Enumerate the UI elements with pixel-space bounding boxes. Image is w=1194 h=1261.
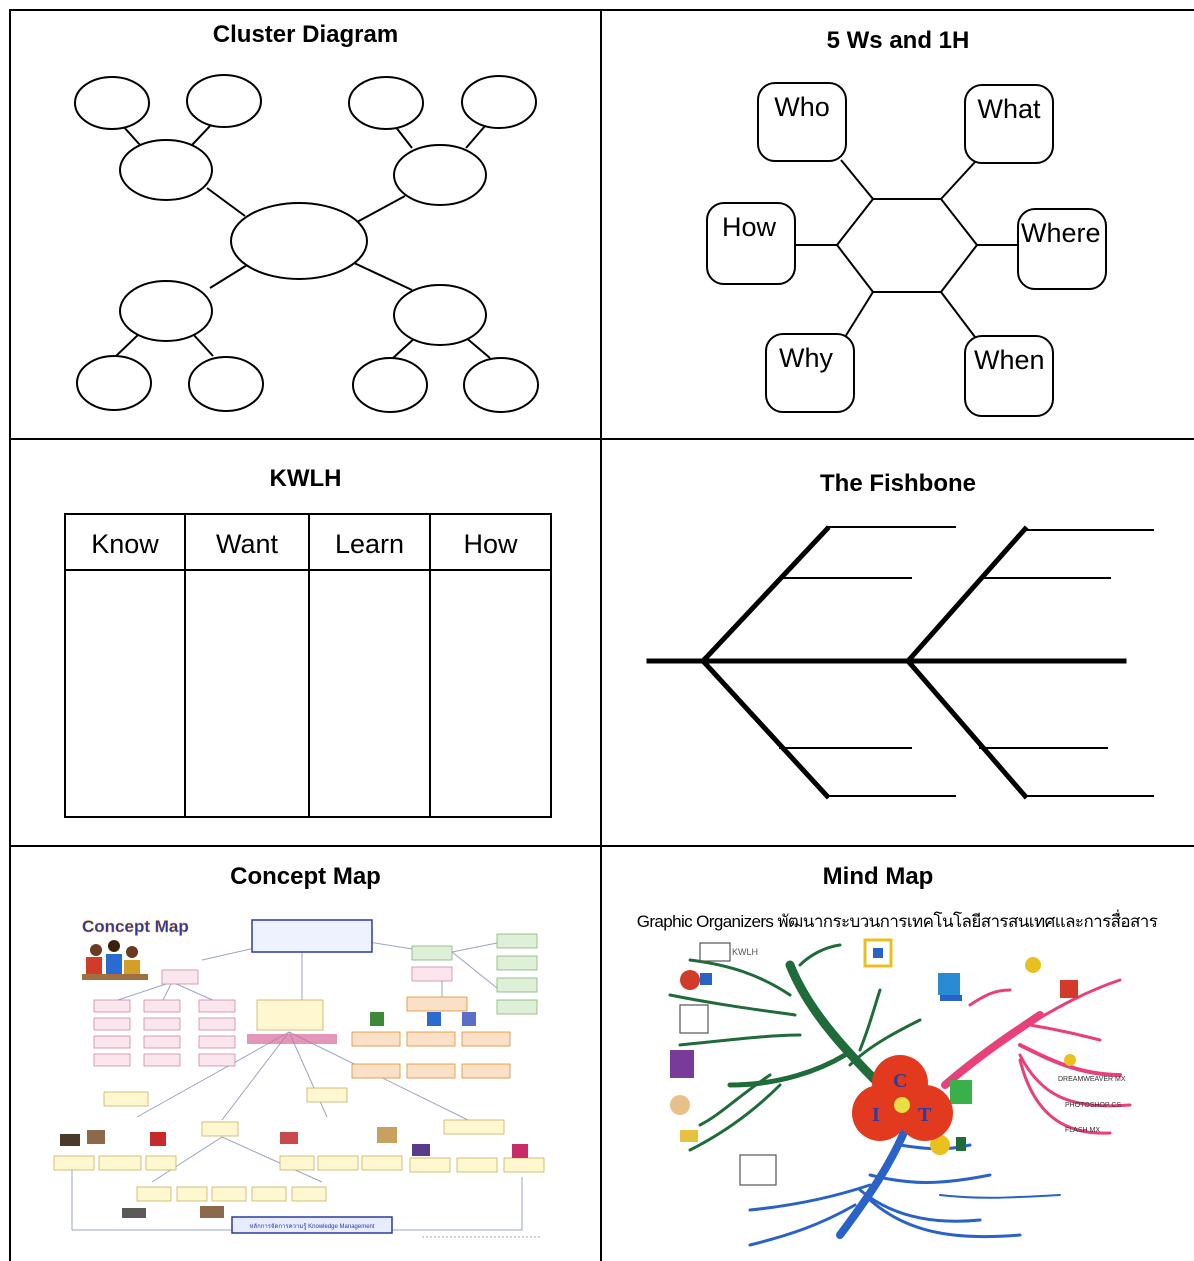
kwlh-header-know: Know — [66, 515, 184, 571]
grid-left-border — [9, 9, 11, 1261]
mind-map-label-dreamweaver: DREAMWEAVER MX — [1058, 1076, 1126, 1083]
concept-map-cell: Concept Map — [11, 847, 600, 1261]
five-ws-why-box: Why — [765, 333, 855, 413]
five-ws-how-box: How — [706, 202, 796, 285]
five-ws-when-box: When — [964, 335, 1054, 417]
kwlh-table: Know Want Learn How — [64, 513, 552, 818]
five-ws-what-box: What — [964, 84, 1054, 164]
kwlh-column-how: How — [431, 515, 550, 816]
kwlh-title: KWLH — [269, 465, 342, 492]
kwlh-header-learn: Learn — [310, 515, 429, 571]
kwlh-column-know: Know — [66, 515, 186, 816]
concept-map-image-heading: Concept Map — [82, 917, 189, 936]
concept-map-people-illustration — [82, 940, 148, 980]
kwlh-column-learn: Learn — [310, 515, 431, 816]
mind-map-letter-t: T — [918, 1104, 932, 1126]
mind-map-letter-c: C — [893, 1070, 907, 1092]
mind-map-image: C I T KWLH DREAMWEAVER MX PHOTOSHOP CS F… — [640, 935, 1170, 1255]
mind-map-label-flash: FLASH MX — [1065, 1127, 1100, 1134]
mind-map-kwlh-icon — [699, 942, 731, 962]
concept-map-image: Concept Map — [52, 912, 552, 1242]
mind-map-illustration: C I T KWLH DREAMWEAVER MX PHOTOSHOP CS F… — [668, 938, 1132, 1247]
fishbone-title: The Fishbone — [820, 470, 976, 497]
kwlh-column-want: Want — [186, 515, 310, 816]
mind-map-center-ict: C I T — [852, 1055, 953, 1141]
fishbone-cell: The Fishbone — [602, 440, 1194, 845]
five-ws-title: 5 Ws and 1H — [826, 27, 970, 54]
mind-map-subtitle: Graphic Organizers พัฒนากระบวนการเทคโนโล… — [636, 912, 1158, 931]
mind-map-label-kwlh: KWLH — [732, 947, 758, 957]
concept-map-illustration: Concept Map — [53, 917, 545, 1238]
five-ws-who-box: Who — [757, 82, 847, 162]
five-ws-where-box: Where — [1017, 208, 1107, 290]
concept-map-title: Concept Map — [230, 863, 381, 890]
kwlh-header-want: Want — [186, 515, 308, 571]
grid-row1-divider — [9, 438, 1194, 440]
mind-map-label-photoshop: PHOTOSHOP CS — [1065, 1102, 1121, 1109]
mind-map-cell: Mind Map — [602, 847, 1194, 1261]
grid-center-divider — [600, 9, 602, 1261]
kwlh-cell: KWLH — [11, 440, 600, 845]
grid-row2-divider — [9, 845, 1194, 847]
concept-map-footer-label: หลักการจัดการความรู้ Knowledge Managemen… — [249, 1223, 374, 1230]
mind-map-letter-i: I — [872, 1104, 880, 1126]
cluster-diagram-title: Cluster Diagram — [212, 21, 399, 48]
cluster-diagram-cell: Cluster Diagram — [11, 11, 600, 438]
five-ws-cell: 5 Ws and 1H — [602, 11, 1194, 438]
mind-map-title: Mind Map — [822, 863, 934, 890]
kwlh-header-how: How — [431, 515, 550, 571]
